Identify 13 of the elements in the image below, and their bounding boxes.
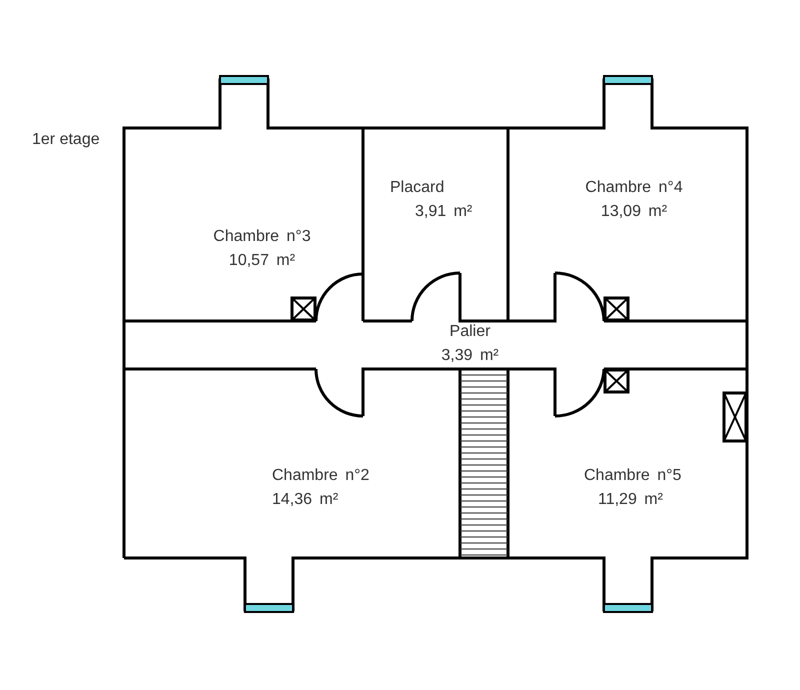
room-area: 11,29 m²: [598, 490, 663, 510]
room-name: Chambre n°3: [213, 227, 311, 247]
room-area: 3,91 m²: [415, 202, 472, 222]
room-area: 13,09 m²: [600, 202, 668, 222]
floor-label: 1er etage: [32, 131, 100, 149]
room-name: Chambre n°2: [272, 466, 370, 486]
room-name: Palier: [450, 322, 490, 342]
room-name: Chambre n°5: [584, 466, 682, 486]
room-area: 10,57 m²: [228, 251, 296, 271]
room-name: Chambre n°4: [585, 178, 683, 198]
room-name: Placard: [390, 178, 444, 198]
room-area: 3,39 m²: [441, 346, 499, 366]
room-area: 14,36 m²: [272, 490, 338, 510]
